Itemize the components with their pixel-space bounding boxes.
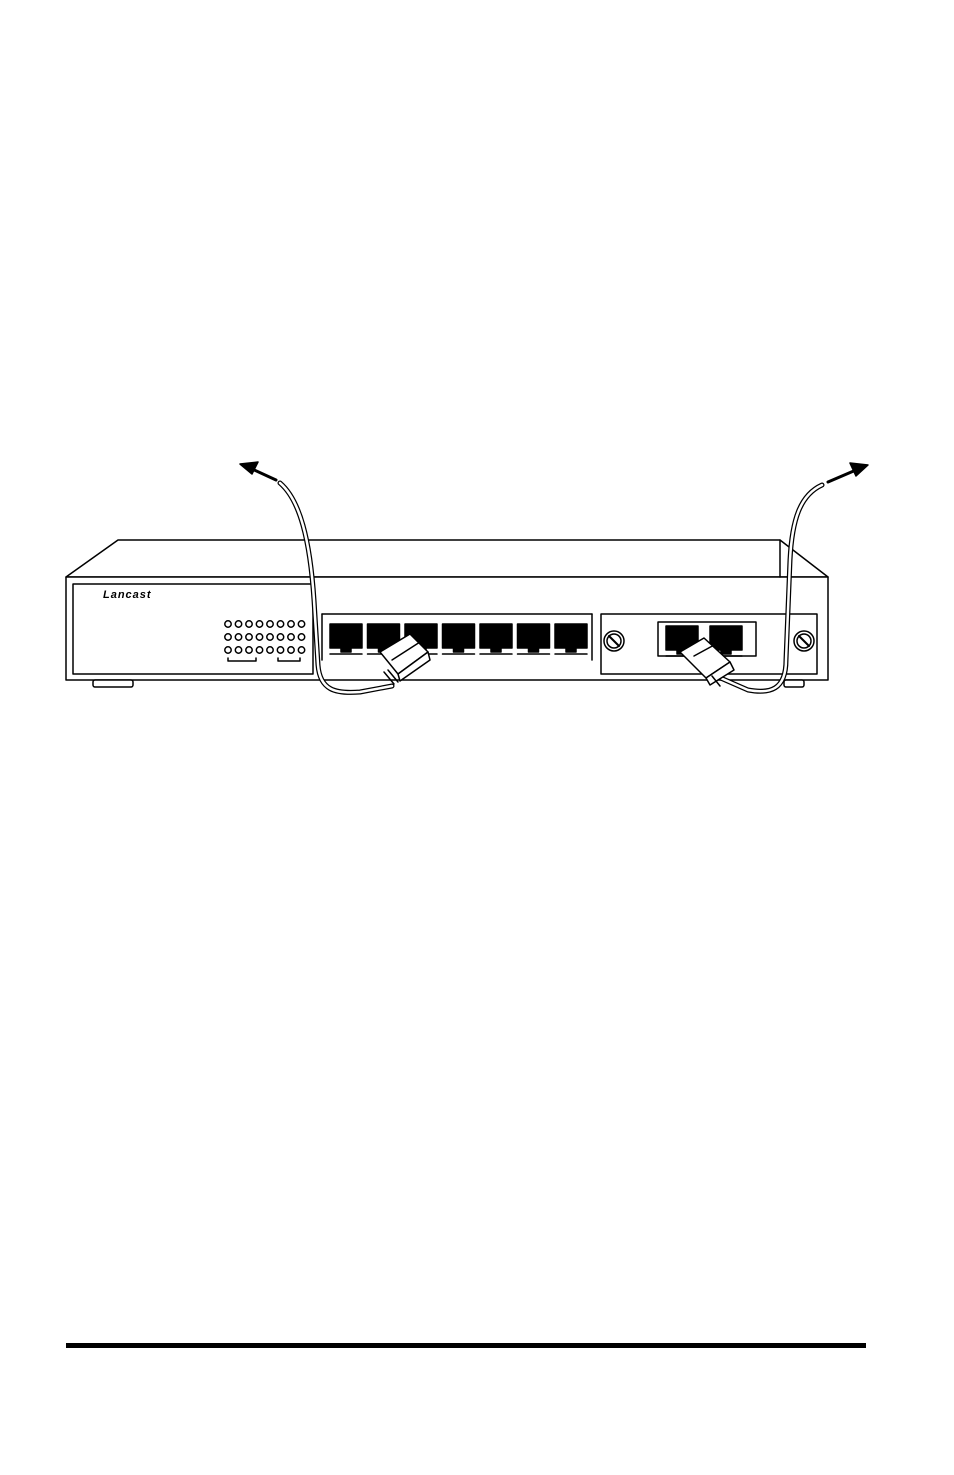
led-indicator <box>225 634 231 640</box>
led-indicator <box>267 621 273 627</box>
chassis-foot-right <box>784 680 804 687</box>
led-indicator <box>288 634 294 640</box>
chassis-foot-left <box>93 680 133 687</box>
led-indicator <box>267 647 273 653</box>
screw-icon <box>794 631 814 651</box>
page-footer-rule <box>66 1343 866 1348</box>
arrow-up-left-icon <box>240 462 276 480</box>
led-indicator <box>288 621 294 627</box>
led-indicator <box>246 621 252 627</box>
screw-icon <box>604 631 624 651</box>
led-indicator <box>256 647 262 653</box>
arrow-up-right-icon <box>828 463 868 482</box>
led-indicator <box>246 647 252 653</box>
led-indicator <box>277 647 283 653</box>
led-indicator <box>246 634 252 640</box>
brand-label: Lancast <box>103 589 152 601</box>
led-indicator <box>288 647 294 653</box>
led-indicator <box>225 621 231 627</box>
led-indicator <box>235 647 241 653</box>
led-indicator <box>298 634 304 640</box>
led-indicator <box>267 634 273 640</box>
led-indicator <box>256 634 262 640</box>
led-indicator <box>277 634 283 640</box>
led-indicator <box>235 634 241 640</box>
led-indicator <box>235 621 241 627</box>
led-indicator <box>298 621 304 627</box>
led-indicator <box>277 621 283 627</box>
led-indicator <box>225 647 231 653</box>
led-indicator <box>256 621 262 627</box>
led-indicator <box>298 647 304 653</box>
